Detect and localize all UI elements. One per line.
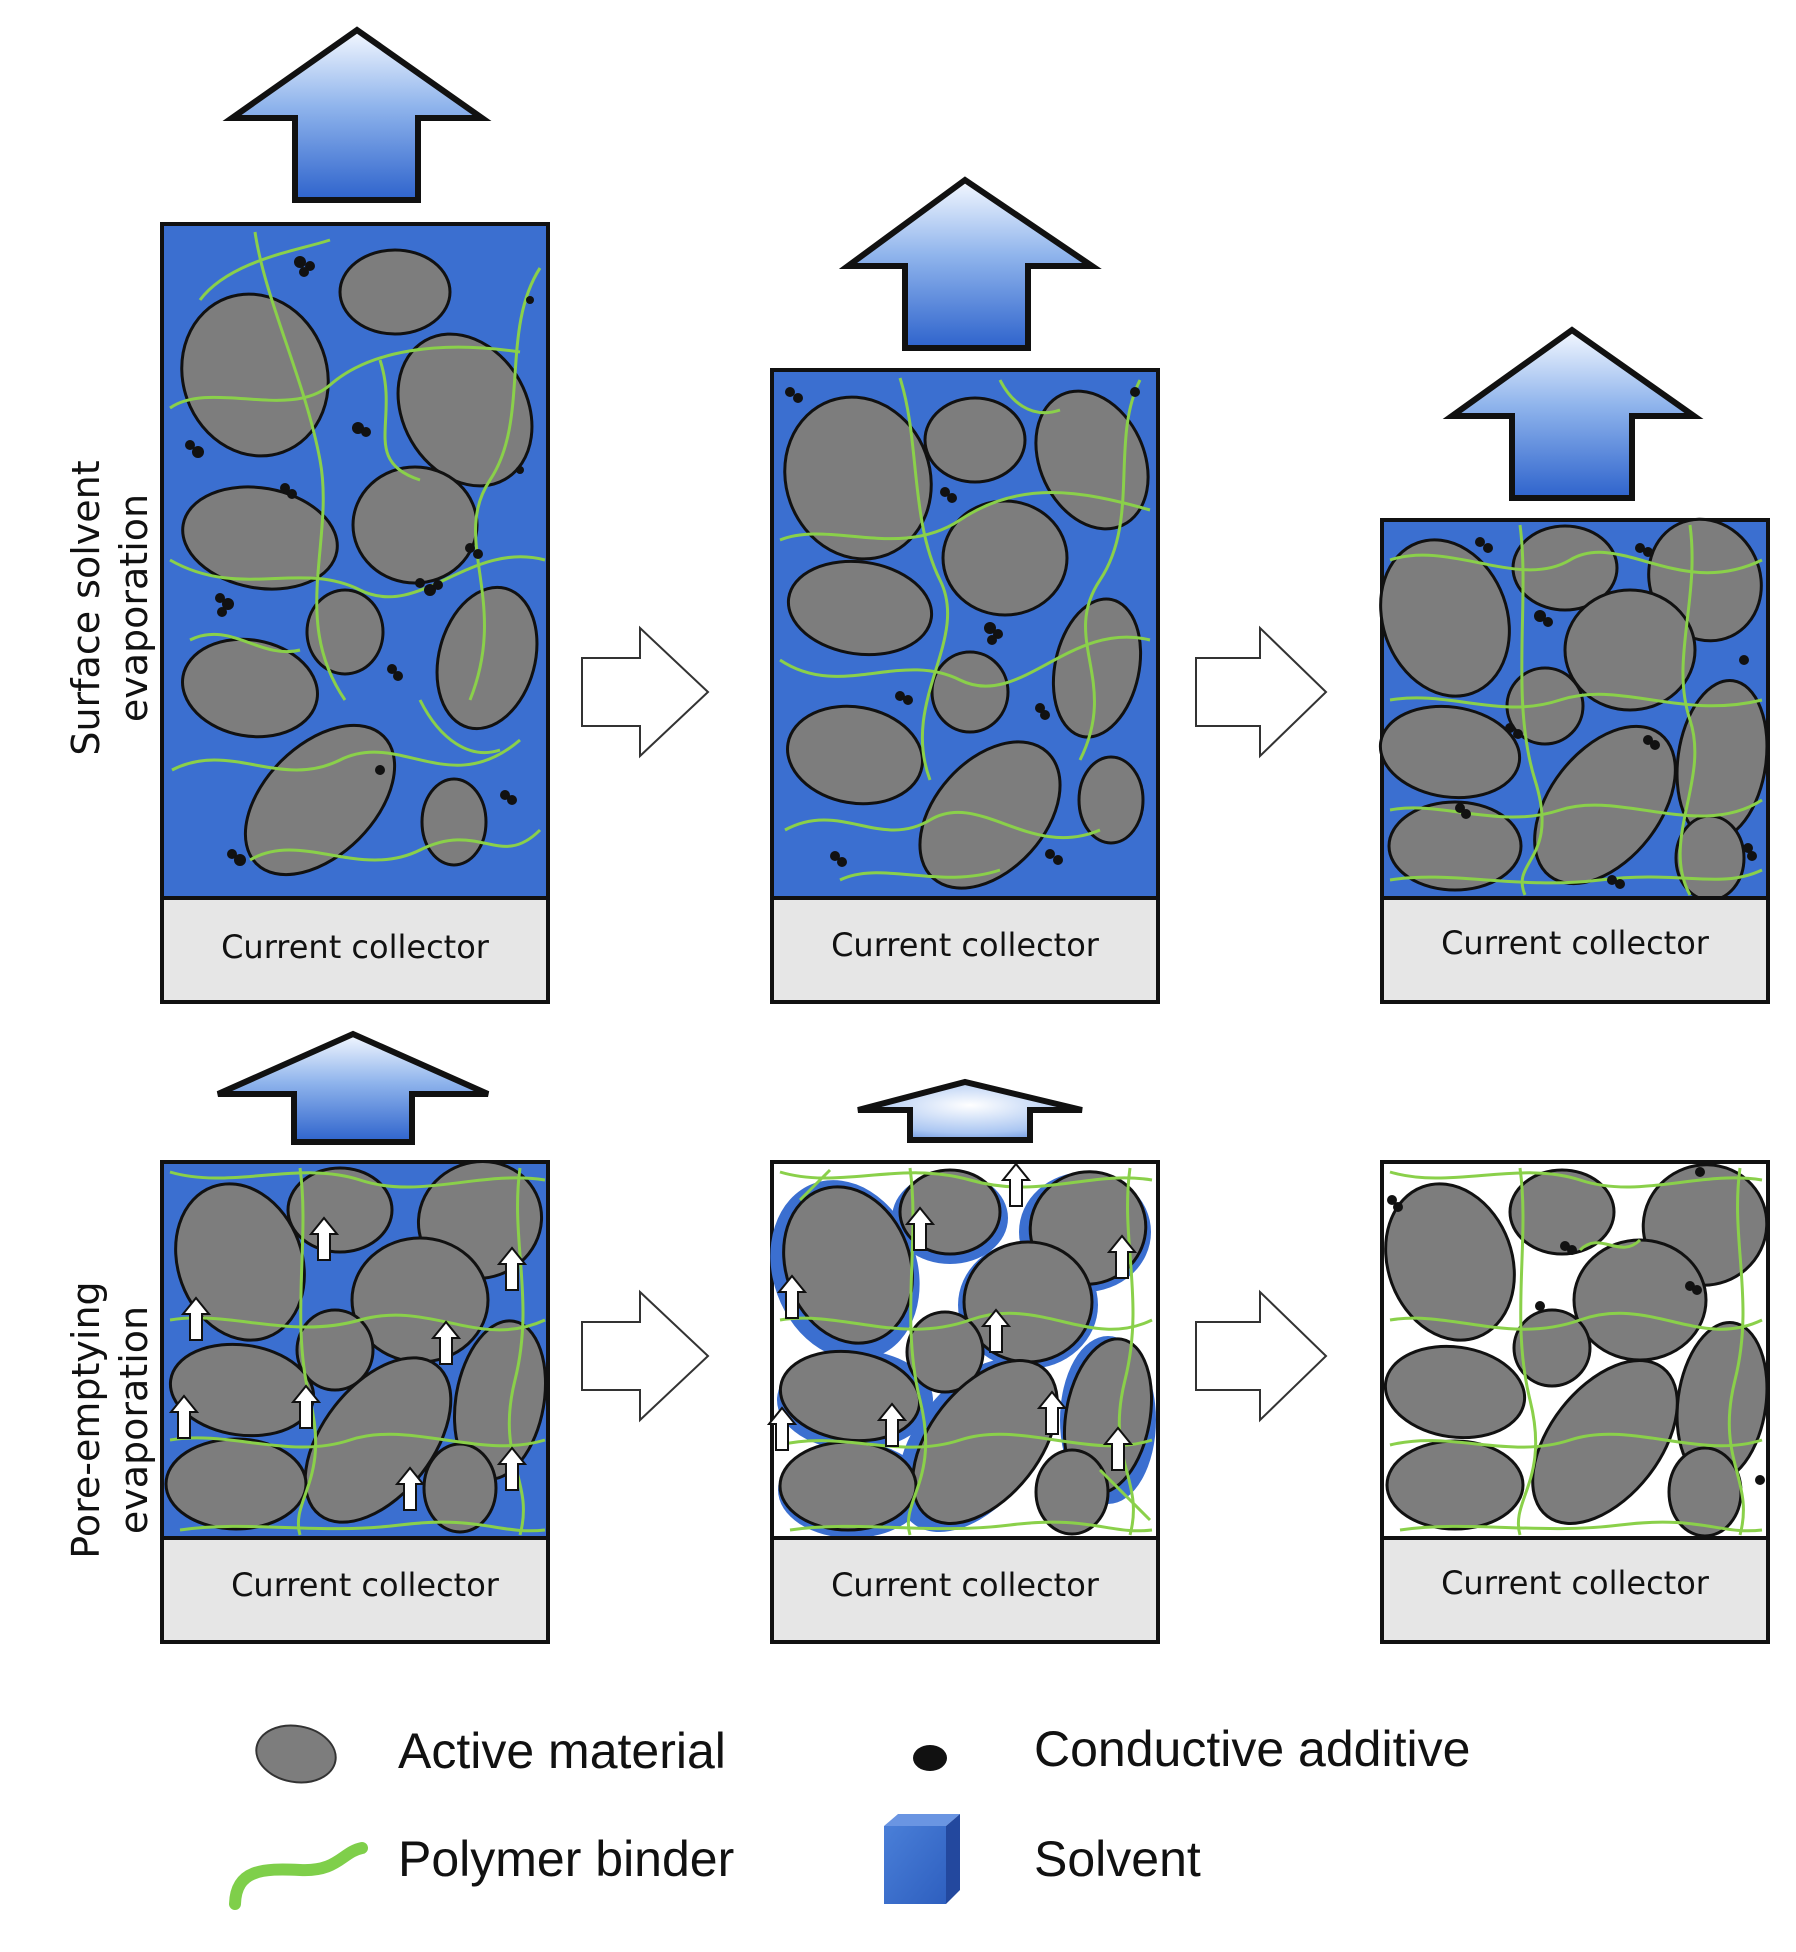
current-collector <box>1380 896 1770 1004</box>
row-label-line2: evaporation <box>112 493 156 723</box>
evaporation-arrow-icon <box>838 176 1102 351</box>
legend-label-solvent: Solvent <box>1034 1831 1201 1887</box>
active-material-particles <box>1383 1163 1769 1538</box>
legend <box>229 1724 960 1910</box>
transition-arrow-icon <box>581 1289 710 1423</box>
current-collector-label: Current collector <box>231 1566 499 1604</box>
current-collector <box>160 1536 550 1644</box>
flow-arrow-icon <box>496 1246 528 1291</box>
flow-arrow-icon <box>876 1402 908 1447</box>
row-label-line1: Surface solvent <box>64 460 108 756</box>
polymer-binder-strands <box>169 1167 546 1536</box>
active-material-particles <box>180 248 539 877</box>
panel-row2-col1 <box>160 1160 550 1644</box>
current-collector-label: Current collector <box>831 926 1099 964</box>
flow-arrow-icon <box>1102 1426 1134 1471</box>
row-label-pore-emptying-evaporation: Pore-emptying evaporation <box>62 1250 158 1590</box>
current-collector <box>770 1536 1160 1644</box>
current-collector <box>160 896 550 1004</box>
pore-flow-arrows <box>168 1216 528 1511</box>
active-material-particles <box>783 389 1150 890</box>
conductive-additive-clusters <box>785 387 1140 867</box>
evaporation-arrow-icon <box>1442 326 1704 501</box>
polymer-binder-strands <box>779 1167 1153 1536</box>
flow-arrow-icon <box>1106 1234 1138 1279</box>
transition-arrow-icon <box>1195 1289 1328 1423</box>
transition-arrow-icon <box>581 625 710 759</box>
panel-row1-col1 <box>160 222 550 1004</box>
panel-row1-col3 <box>1378 517 1770 1004</box>
flow-arrow-icon <box>776 1274 808 1319</box>
current-collector <box>770 896 1160 1004</box>
panel-row1-col2 <box>770 368 1160 1004</box>
panel-row2-col2 <box>766 1160 1160 1644</box>
current-collector-label: Current collector <box>1441 1564 1709 1602</box>
flow-arrow-icon <box>430 1320 462 1365</box>
evaporation-arrow-icon <box>222 26 492 203</box>
current-collector-label: Current collector <box>221 928 489 966</box>
transition-arrow-icon <box>1195 625 1328 759</box>
legend-label-conductive-additive: Conductive additive <box>1034 1721 1471 1777</box>
pore-flow-arrows <box>766 1162 1138 1471</box>
conductive-additive-clusters <box>1387 1167 1765 1485</box>
conductive-additive-clusters <box>1455 537 1757 889</box>
flow-arrow-icon <box>766 1406 798 1451</box>
legend-label-active-material: Active material <box>398 1723 726 1779</box>
polymer-binder-strands <box>169 231 546 862</box>
flow-arrow-icon <box>180 1296 212 1341</box>
flow-arrow-icon <box>308 1216 340 1261</box>
row-label-surface-solvent-evaporation: Surface solvent evaporation <box>62 438 158 778</box>
active-material-particles <box>778 1168 1154 1536</box>
flow-arrow-icon <box>290 1384 322 1429</box>
flow-arrow-icon <box>496 1446 528 1491</box>
flow-arrow-icon <box>1000 1162 1032 1207</box>
polymer-binder-strands <box>1389 524 1763 896</box>
row-label-line2: evaporation <box>112 1305 156 1535</box>
current-collector-label: Current collector <box>1441 924 1709 962</box>
evaporation-arrow-icon <box>857 1078 1083 1143</box>
legend-label-polymer-binder: Polymer binder <box>398 1831 735 1887</box>
flow-arrow-icon <box>394 1466 426 1511</box>
evaporation-arrow-icon <box>216 1030 490 1145</box>
polymer-binder-strands <box>779 377 1151 882</box>
current-collector-label: Current collector <box>831 1566 1099 1604</box>
conductive-additive-legend-icon <box>913 1745 947 1771</box>
solvent-legend-icon <box>884 1814 960 1904</box>
flow-arrow-icon <box>980 1308 1012 1353</box>
flow-arrow-icon <box>1036 1390 1068 1435</box>
panel-row2-col3 <box>1380 1160 1770 1644</box>
current-collector <box>1380 1536 1770 1644</box>
conductive-additive-clusters <box>185 256 534 866</box>
polymer-binder-strands <box>1389 1167 1763 1536</box>
polymer-binder-legend-icon <box>229 1842 368 1910</box>
active-material-legend-icon <box>255 1724 337 1784</box>
flow-arrow-icon <box>904 1206 936 1251</box>
flow-arrow-icon <box>168 1394 200 1439</box>
row-label-line1: Pore-emptying <box>64 1281 108 1559</box>
